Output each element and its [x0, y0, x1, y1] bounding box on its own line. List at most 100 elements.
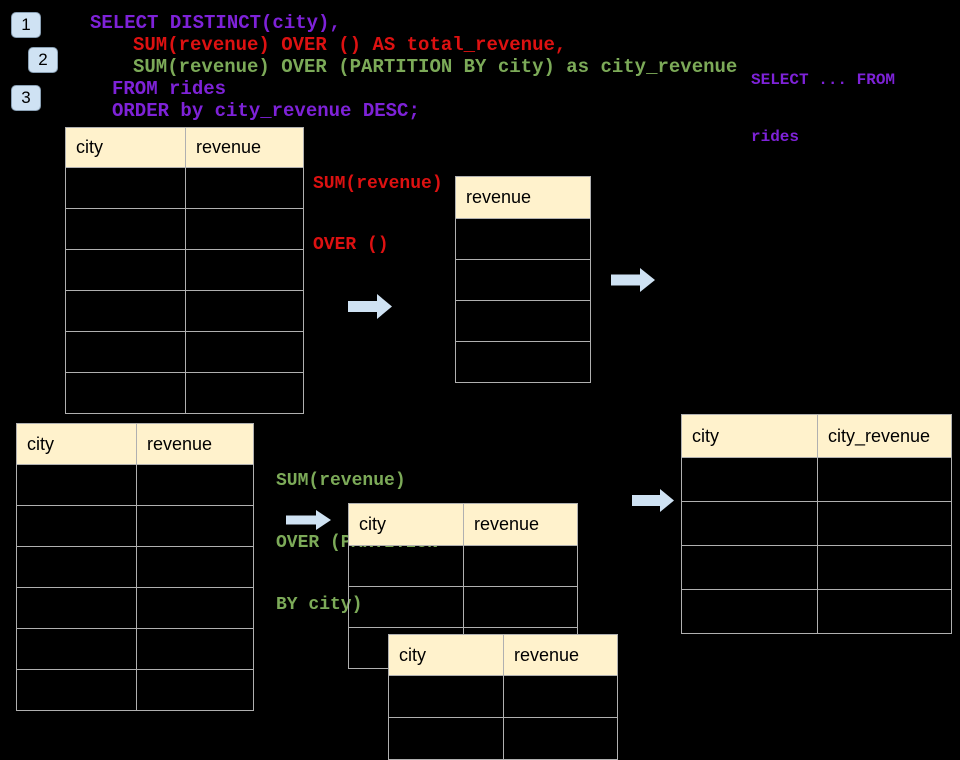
table-cell: [65, 290, 186, 332]
table-cell: [136, 464, 254, 506]
table-cell: [348, 586, 464, 628]
table-cell: [136, 546, 254, 588]
table-row: [16, 546, 254, 588]
table-cell: [463, 545, 578, 587]
total-revenue-label-line1: SUM(revenue): [313, 174, 443, 194]
rides-table-bottom: city revenue: [16, 423, 254, 711]
table-cell: [65, 249, 186, 291]
table-row: [16, 669, 254, 711]
table-row: [681, 589, 952, 634]
table-row: [348, 545, 578, 587]
table-cell: [16, 628, 137, 670]
table-cell: [65, 167, 186, 209]
total-revenue-label-line2: OVER (): [313, 235, 389, 255]
table-cell: [16, 464, 137, 506]
table-cell: [185, 208, 304, 250]
table-cell: [817, 501, 952, 546]
rides-table-top: city revenue: [65, 127, 304, 414]
table-cell: [817, 545, 952, 590]
table-header-row: city revenue: [388, 634, 618, 676]
table-row: [65, 167, 304, 209]
table-cell: [503, 675, 618, 718]
step-badge-2: 2: [28, 47, 58, 73]
table-row: [65, 208, 304, 250]
partition-table-2: city revenue: [388, 634, 618, 760]
sql-line-from: FROM rides: [112, 78, 227, 100]
column-header-city: city: [388, 634, 504, 676]
table-row: [455, 341, 591, 383]
column-header-revenue: revenue: [463, 503, 578, 546]
table-row: [455, 259, 591, 301]
table-header-row: revenue: [455, 176, 591, 219]
table-cell: [16, 546, 137, 588]
table-row: [16, 587, 254, 629]
step-badge-3: 3: [11, 85, 41, 111]
table-cell: [65, 208, 186, 250]
table-row: [681, 501, 952, 546]
table-cell: [16, 587, 137, 629]
table-cell: [65, 372, 186, 414]
table-row: [65, 331, 304, 373]
table-cell: [16, 505, 137, 547]
table-cell: [388, 675, 504, 718]
column-header-city-revenue: city_revenue: [817, 414, 952, 458]
table-row: [16, 628, 254, 670]
column-header-city: city: [681, 414, 818, 458]
column-header-city: city: [16, 423, 137, 465]
table-cell: [681, 545, 818, 590]
column-header-revenue: revenue: [503, 634, 618, 676]
table-row: [388, 717, 618, 760]
table-cell: [185, 167, 304, 209]
sql-line-select: SELECT DISTINCT(city),: [90, 12, 341, 34]
sql-line-city-revenue: SUM(revenue) OVER (PARTITION BY city) as…: [133, 56, 738, 78]
table-row: [348, 586, 578, 628]
table-cell: [455, 259, 591, 301]
table-header-row: city city_revenue: [681, 414, 952, 458]
table-row: [681, 545, 952, 590]
side-note-select-from-rides: SELECT ... FROM rides: [751, 33, 895, 166]
table-row: [65, 290, 304, 332]
table-cell: [185, 290, 304, 332]
table-row: [681, 457, 952, 502]
table-cell: [136, 628, 254, 670]
table-row: [16, 505, 254, 547]
table-cell: [348, 545, 464, 587]
side-note-line1: SELECT ... FROM: [751, 71, 896, 89]
column-header-revenue: revenue: [455, 176, 591, 219]
right-arrow-icon: [348, 294, 392, 319]
side-note-line2: rides: [751, 128, 800, 146]
table-cell: [136, 587, 254, 629]
table-cell: [185, 372, 304, 414]
right-arrow-icon: [611, 268, 655, 292]
table-row: [455, 300, 591, 342]
total-revenue-label: SUM(revenue) OVER (): [313, 134, 443, 276]
table-cell: [817, 589, 952, 634]
right-arrow-icon: [632, 489, 674, 512]
column-header-city: city: [348, 503, 464, 546]
table-row: [65, 372, 304, 414]
table-cell: [388, 717, 504, 760]
table-cell: [463, 586, 578, 628]
table-cell: [185, 249, 304, 291]
table-cell: [65, 331, 186, 373]
table-header-row: city revenue: [16, 423, 254, 465]
table-cell: [136, 669, 254, 711]
sql-line-order-by: ORDER by city_revenue DESC;: [112, 100, 420, 122]
column-header-revenue: revenue: [136, 423, 254, 465]
table-row: [388, 675, 618, 718]
table-cell: [455, 218, 591, 260]
table-cell: [16, 669, 137, 711]
column-header-revenue: revenue: [185, 127, 304, 168]
city-revenue-result-table: city city_revenue: [681, 414, 952, 634]
table-cell: [503, 717, 618, 760]
table-cell: [136, 505, 254, 547]
table-cell: [817, 457, 952, 502]
table-cell: [455, 300, 591, 342]
sql-line-total-revenue: SUM(revenue) OVER () AS total_revenue,: [133, 34, 567, 56]
table-cell: [455, 341, 591, 383]
column-header-city: city: [65, 127, 186, 168]
table-row: [65, 249, 304, 291]
partition-label-line1: SUM(revenue): [276, 471, 406, 491]
step-badge-1: 1: [11, 12, 41, 38]
table-row: [16, 464, 254, 506]
